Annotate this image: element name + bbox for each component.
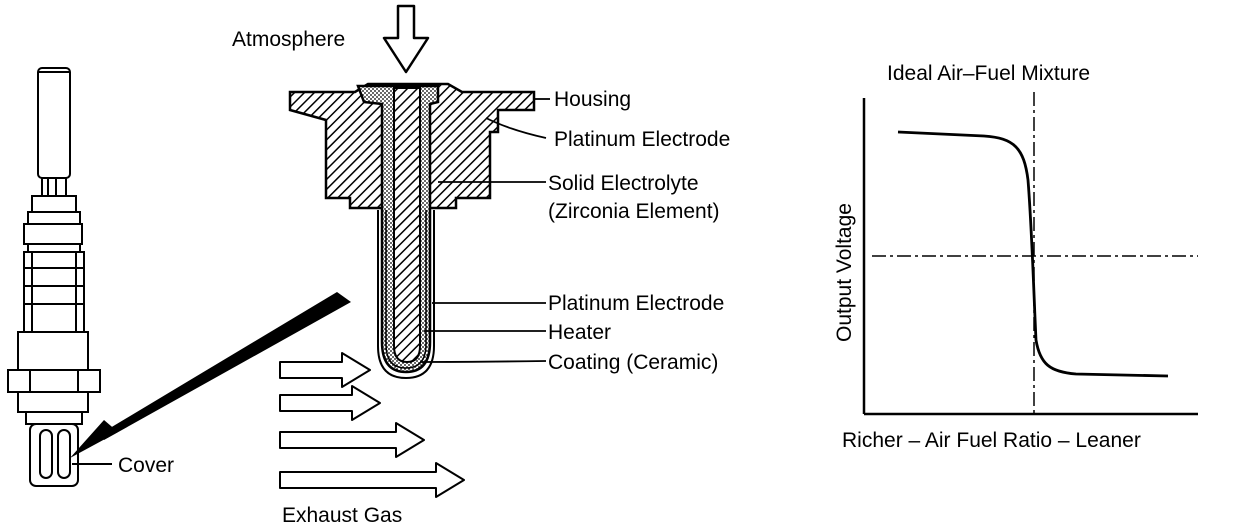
sensor-hex-nut (7, 369, 101, 393)
zirconia-element-label: (Zirconia Element) (548, 200, 720, 223)
sensor-wire-crimp (41, 177, 67, 197)
housing-label: Housing (554, 88, 631, 111)
sensor-body (23, 251, 85, 333)
solid-electrolyte-label: Solid Electrolyte (548, 172, 699, 195)
exhaust-gas-arrows (279, 352, 465, 498)
output-voltage-graph: Ideal Air–Fuel Mixture Output Voltage Ri… (833, 62, 1198, 452)
cover-label: Cover (118, 454, 174, 477)
platinum-electrode-inner-label: Platinum Electrode (548, 292, 724, 315)
atmosphere-arrow-icon (382, 4, 430, 74)
sensor-cross-section (288, 82, 536, 380)
exhaust-arrow-icon (279, 462, 465, 498)
callout-arrow (70, 292, 351, 458)
leader-lines (419, 98, 550, 363)
exhaust-gas-label: Exhaust Gas (282, 504, 402, 527)
graph-x-label: Richer – Air Fuel Ratio – Leaner (842, 429, 1141, 452)
exhaust-arrow-icon (279, 352, 371, 388)
graph-y-label: Output Voltage (833, 203, 856, 342)
sensor-lead-wire (37, 67, 71, 179)
o2-sensor-assembly (7, 67, 101, 487)
heater-label: Heater (548, 321, 611, 344)
graph-title: Ideal Air–Fuel Mixture (887, 62, 1090, 85)
heater-core (393, 87, 421, 364)
sensor-upper-body (31, 195, 77, 213)
platinum-electrode-outer-label: Platinum Electrode (554, 128, 730, 151)
exhaust-arrow-icon (279, 422, 425, 458)
coating-label: Coating (Ceramic) (548, 351, 718, 374)
ceramic-coating (377, 210, 435, 380)
sensor-thread (25, 411, 83, 425)
atmosphere-label: Atmosphere (232, 28, 345, 51)
voltage-curve (897, 130, 1169, 378)
exhaust-arrow-icon (279, 385, 381, 421)
